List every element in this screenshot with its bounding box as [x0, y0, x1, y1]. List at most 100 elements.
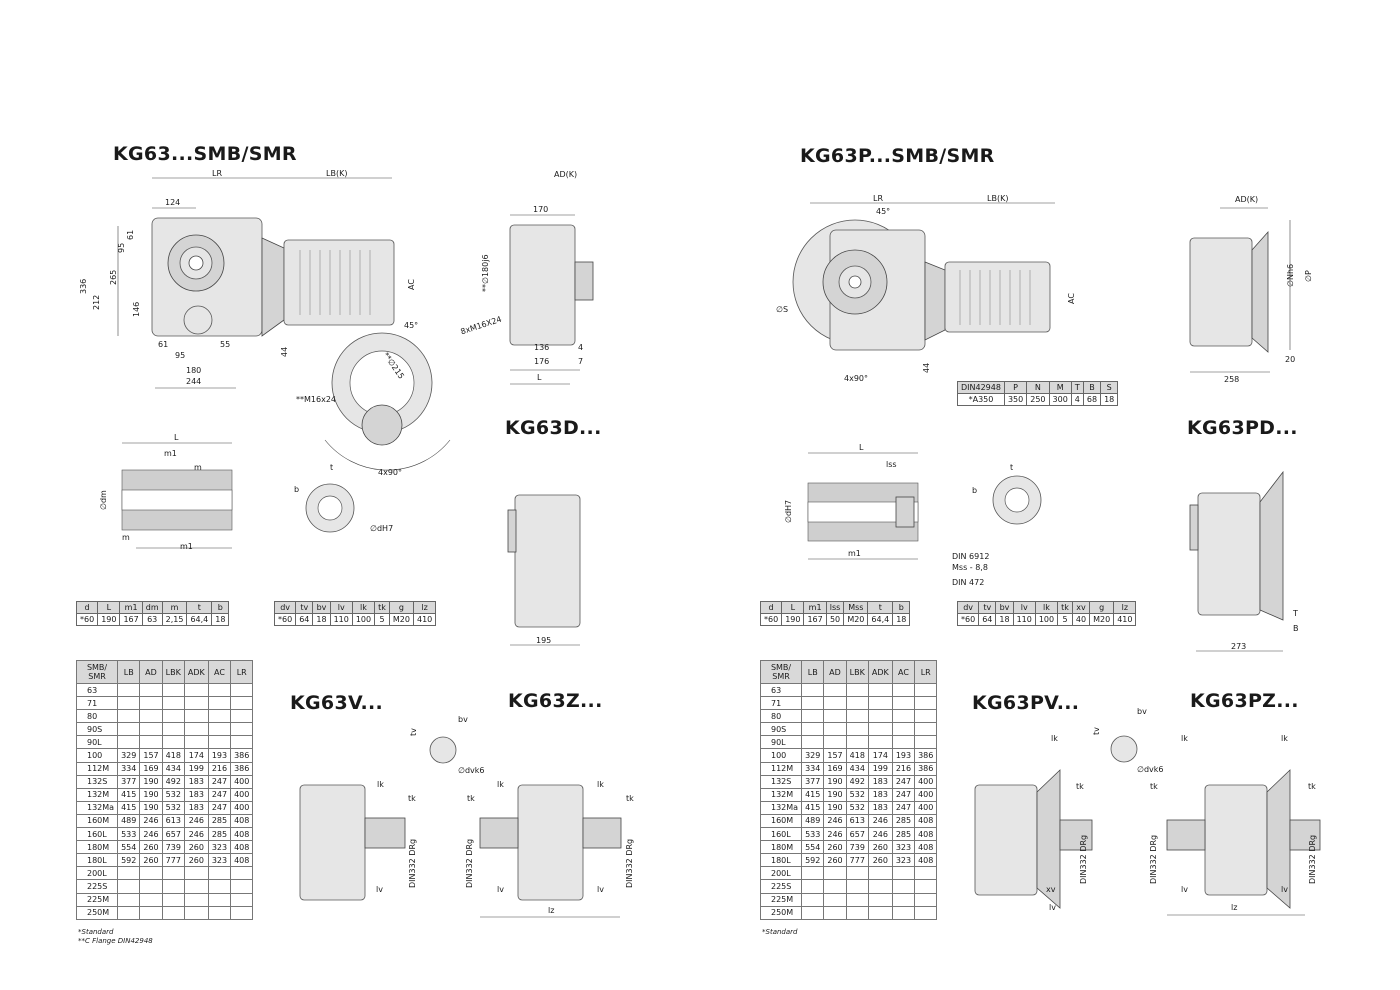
- dim-ac: AC: [407, 279, 416, 290]
- cell: 418: [161, 748, 185, 763]
- r-mss: Mss - 8,8: [952, 563, 988, 572]
- pv-bv: bv: [1137, 707, 1147, 716]
- cell: 190: [139, 774, 163, 789]
- right-hollow-shaft-table: d L m1 lss Mss t b *60 190 167 50 M20 64…: [759, 601, 911, 626]
- cell: [914, 866, 938, 881]
- left-hollow-shaft-table: d L m1 dm m t b *60 190 167 63 2,15 64,4…: [75, 601, 230, 626]
- row-label: 132Ma: [75, 800, 119, 815]
- table-row: *A350 350 250 300 4 68 18: [957, 393, 1119, 406]
- dim-55: 55: [220, 340, 231, 349]
- cell: [823, 722, 847, 737]
- cell: 193: [891, 748, 916, 763]
- cell: 400: [230, 800, 254, 815]
- table-row: 71: [75, 696, 254, 711]
- col-header: t: [867, 601, 894, 614]
- col-header: m: [161, 601, 188, 614]
- cell: 183: [183, 800, 209, 815]
- pz-lk2: lk: [1281, 734, 1288, 743]
- dim-7: 7: [578, 357, 584, 366]
- cell: 400: [914, 787, 938, 802]
- cell: [845, 696, 869, 711]
- left-d-view-drawing: [507, 494, 581, 646]
- pv-lk: lk: [1051, 734, 1058, 743]
- cell: [183, 905, 209, 920]
- col-header: SMB/ SMR: [75, 660, 119, 684]
- dim-170: 170: [533, 205, 549, 214]
- row-label: 250M: [759, 905, 803, 920]
- pv-dvk6: ∅dvk6: [1137, 765, 1164, 774]
- cell: [914, 696, 938, 711]
- cell: 169: [139, 761, 163, 776]
- cell: [161, 905, 185, 920]
- cell: M20: [843, 613, 869, 626]
- col-header: bv: [995, 601, 1014, 614]
- left-flange-drawing: [324, 332, 451, 471]
- cell: 434: [161, 761, 185, 776]
- cell: [207, 682, 232, 698]
- cell: 260: [139, 840, 163, 855]
- row-label: 112M: [75, 761, 119, 776]
- pz-din1: DIN332 DRg: [1149, 834, 1158, 884]
- table-row: *60 190 167 63 2,15 64,4 18: [75, 613, 230, 626]
- col-header: lz: [1113, 601, 1137, 614]
- cell: 199: [867, 761, 893, 776]
- cell: [139, 682, 163, 698]
- cell: [914, 905, 938, 920]
- cell: [139, 709, 163, 724]
- cell: [891, 735, 916, 750]
- right-pv-view-drawing: [974, 735, 1138, 909]
- r-dim-4x90: 4x90°: [844, 374, 869, 383]
- cell: 532: [161, 787, 185, 802]
- r-pd-t: T: [1293, 609, 1298, 618]
- cell: [139, 879, 163, 894]
- r-key-t: t: [1010, 463, 1014, 472]
- cell: [161, 866, 185, 881]
- col-header: LR: [230, 660, 254, 684]
- left-main-gearbox-drawing: [117, 177, 395, 389]
- table-row: 225M: [759, 892, 938, 907]
- cell: [183, 709, 209, 724]
- r-shaft-m1: m1: [848, 549, 861, 558]
- col-header: tk: [1057, 601, 1073, 614]
- cell: [230, 722, 254, 737]
- col-header: d: [75, 601, 99, 614]
- col-header: m1: [119, 601, 143, 614]
- cell: 64: [978, 613, 997, 626]
- cell: [867, 866, 893, 881]
- table-row: 90S: [75, 722, 254, 737]
- row-label: 132M: [75, 787, 119, 802]
- right-pd-title: KG63PD...: [1187, 417, 1298, 439]
- table-row: 250M: [75, 905, 254, 920]
- cell: 64: [295, 613, 314, 626]
- row-label: 200L: [759, 866, 803, 881]
- cell: *60: [75, 613, 99, 626]
- table-row: 80: [759, 709, 938, 724]
- cell: 247: [891, 774, 916, 789]
- cell: [207, 892, 232, 907]
- cell: 613: [845, 813, 869, 829]
- cell: [207, 709, 232, 724]
- key-dh7: ∅dH7: [370, 524, 394, 533]
- row-label: 160M: [759, 813, 803, 829]
- table-row: *60 64 18 110 100 5 40 M20 410: [956, 613, 1137, 626]
- pv-tk: tk: [1076, 782, 1084, 791]
- cell: 190: [139, 787, 163, 802]
- cell: 246: [867, 813, 893, 829]
- cell: 169: [823, 761, 847, 776]
- cell: 777: [845, 853, 869, 868]
- pv-din: DIN332 DRg: [1079, 834, 1088, 884]
- col-header: b: [211, 601, 230, 614]
- cell: 199: [183, 761, 209, 776]
- cell: 323: [207, 840, 232, 855]
- r-dim-p: ∅P: [1304, 270, 1313, 282]
- cell: [914, 735, 938, 750]
- v-dvk6: ∅dvk6: [458, 766, 485, 775]
- col-header: DIN42948: [957, 381, 1005, 394]
- z-lk2: lk: [597, 780, 604, 789]
- col-header: ADK: [183, 660, 209, 684]
- cell: [845, 879, 869, 894]
